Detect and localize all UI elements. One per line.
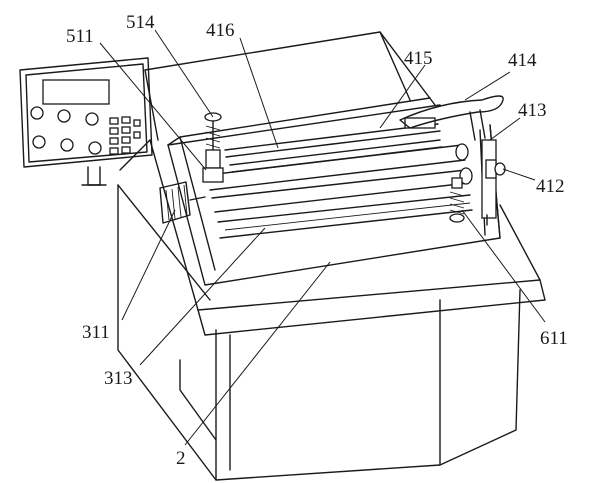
top-bar <box>224 117 441 158</box>
table-top <box>119 139 546 336</box>
keypad <box>109 116 141 155</box>
control-knob <box>30 106 44 120</box>
handle-arm <box>399 95 504 141</box>
base-cabinet <box>117 184 521 481</box>
callout-2: 2 <box>176 448 186 469</box>
leader-lines <box>99 29 546 446</box>
control-knob <box>60 138 74 152</box>
callout-511: 511 <box>66 26 94 47</box>
control-knob <box>57 109 71 123</box>
callouts: 511 514 416 415 414 413 412 611 311 313 … <box>66 12 568 469</box>
display-screen <box>42 79 110 105</box>
rollers <box>207 139 473 239</box>
callout-611: 611 <box>540 328 568 349</box>
callout-415: 415 <box>404 48 433 69</box>
callout-313: 313 <box>104 368 133 389</box>
spring-611 <box>449 177 465 223</box>
callout-413: 413 <box>518 100 547 121</box>
callout-416: 416 <box>206 20 235 41</box>
left-knob <box>159 181 206 224</box>
callout-311: 311 <box>82 322 110 343</box>
control-knob <box>85 112 99 126</box>
spring-514 <box>202 112 224 183</box>
control-knob <box>32 135 46 149</box>
back-panel <box>144 31 436 141</box>
control-panel <box>19 57 153 186</box>
callout-412: 412 <box>536 176 565 197</box>
right-bracket <box>481 139 506 226</box>
callout-514: 514 <box>126 12 155 33</box>
control-knob <box>88 141 102 155</box>
frame <box>167 97 501 286</box>
callout-414: 414 <box>508 50 537 71</box>
